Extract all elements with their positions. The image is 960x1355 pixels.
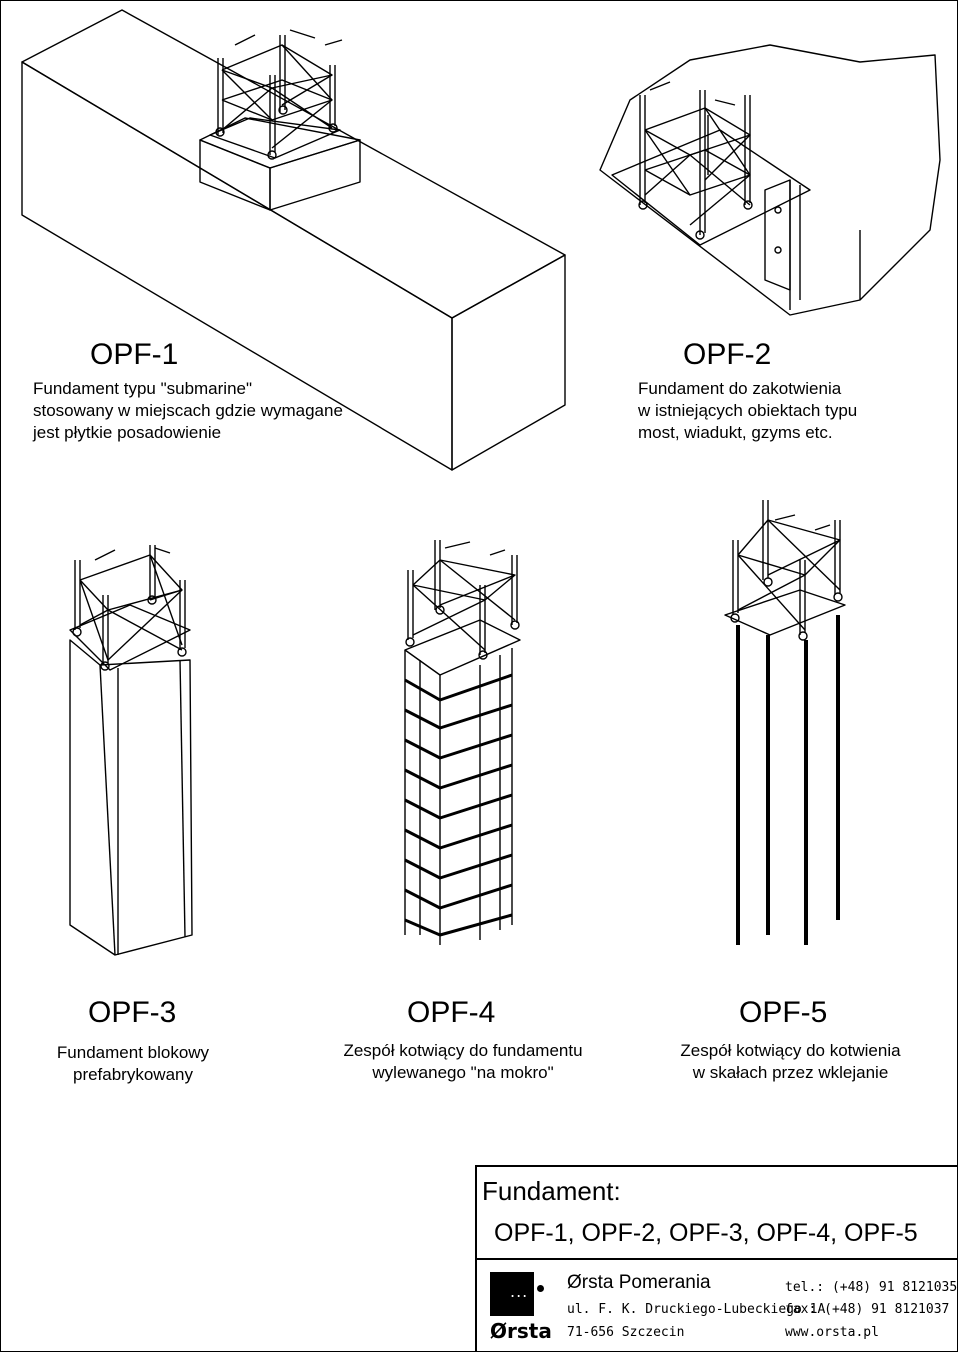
company-website: www.orsta.pl: [785, 1325, 879, 1340]
opf4-code: OPF-4: [407, 996, 496, 1029]
opf2-foundation-drawing: [599, 44, 941, 316]
opf1-foundation-drawing: [21, 9, 566, 471]
opf2-code: OPF-2: [683, 338, 772, 371]
company-address-city: 71-656 Szczecin: [567, 1325, 685, 1340]
opf2-description: Fundament do zakotwienia w istniejących …: [638, 379, 858, 442]
company-name: Ørsta Pomerania: [567, 1272, 711, 1293]
opf4-foundation-drawing: [404, 540, 521, 945]
opf5-code: OPF-5: [739, 996, 828, 1029]
opf1-code: OPF-1: [90, 338, 179, 371]
title-block-label: Fundament:: [482, 1176, 621, 1206]
opf5-description: Zespół kotwiący do kotwienia w skałach p…: [680, 1041, 901, 1082]
opf3-foundation-drawing: [69, 545, 193, 956]
title-block-divider: [475, 1258, 958, 1260]
company-phone: tel.: (+48) 91 8121035: [785, 1280, 958, 1295]
opf3-code: OPF-3: [88, 996, 177, 1029]
logo-text: Ørsta: [490, 1319, 552, 1343]
logo-dot-icon: [537, 1285, 544, 1292]
opf4-description: Zespół kotwiący do fundamentu wylewanego…: [343, 1041, 583, 1082]
opf1-description: Fundament typu "submarine" stosowany w m…: [33, 379, 343, 442]
opf3-description: Fundament blokowy prefabrykowany: [56, 1043, 210, 1084]
company-address-street: ul. F. K. Druckiego-Lubeckiego 1A: [567, 1302, 826, 1317]
opf5-foundation-drawing: [724, 500, 846, 945]
logo-dots-icon: ...: [510, 1282, 529, 1301]
company-fax: fax: (+48) 91 8121037: [785, 1302, 950, 1317]
title-block-codes: OPF-1, OPF-2, OPF-3, OPF-4, OPF-5: [494, 1219, 918, 1247]
company-logo: [490, 1272, 534, 1316]
